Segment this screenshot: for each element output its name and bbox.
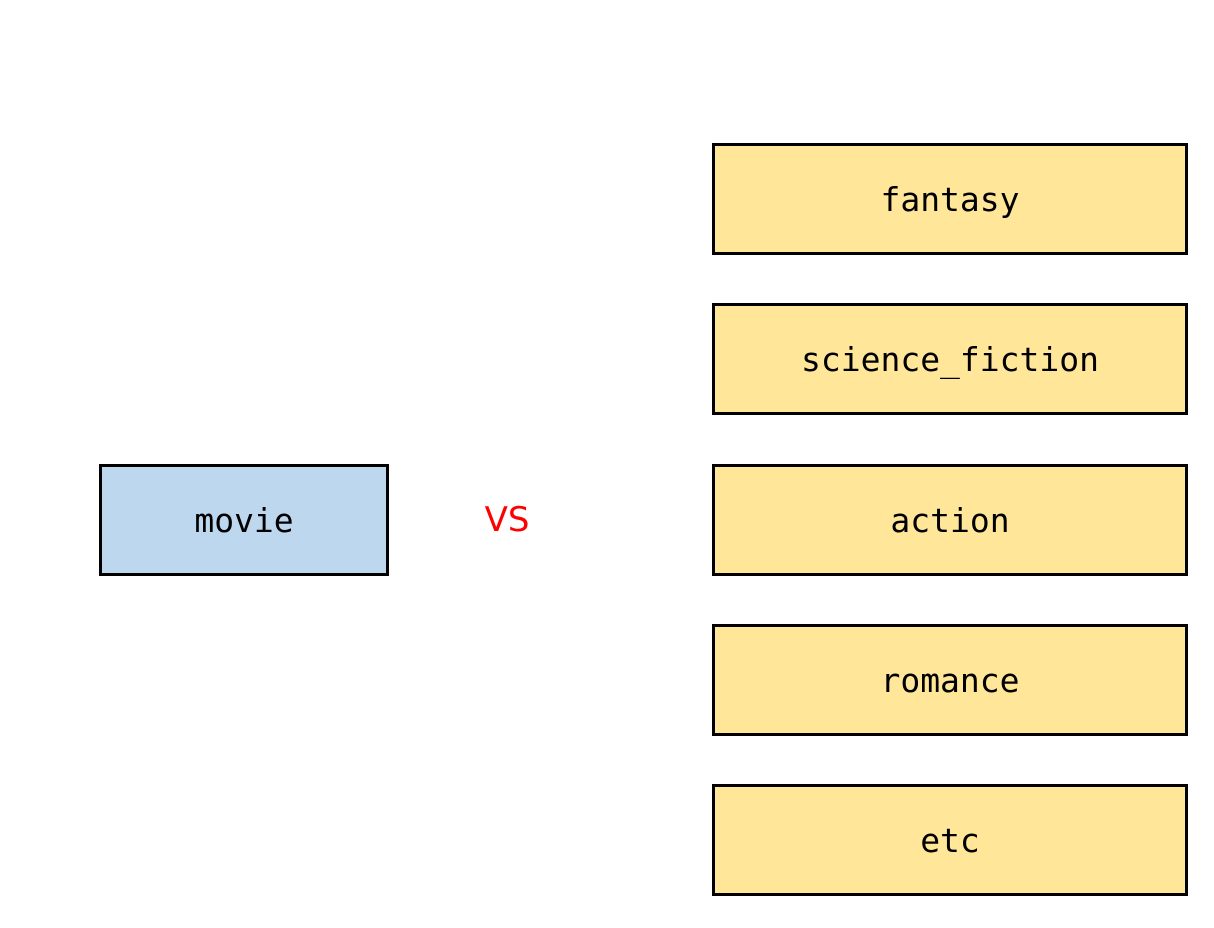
genre-label: etc — [920, 820, 980, 860]
genre-box-science-fiction: science_fiction — [712, 303, 1188, 415]
genre-box-action: action — [712, 464, 1188, 576]
genre-box-romance: romance — [712, 624, 1188, 736]
genre-box-fantasy: fantasy — [712, 143, 1188, 255]
genre-label: action — [890, 500, 1010, 540]
genre-box-etc: etc — [712, 784, 1188, 896]
versus-label: VS — [484, 500, 530, 540]
genre-label: fantasy — [880, 179, 1020, 219]
subject-label: movie — [194, 500, 294, 540]
genre-label: romance — [880, 660, 1020, 700]
subject-box: movie — [99, 464, 389, 576]
genre-label: science_fiction — [800, 339, 1099, 379]
